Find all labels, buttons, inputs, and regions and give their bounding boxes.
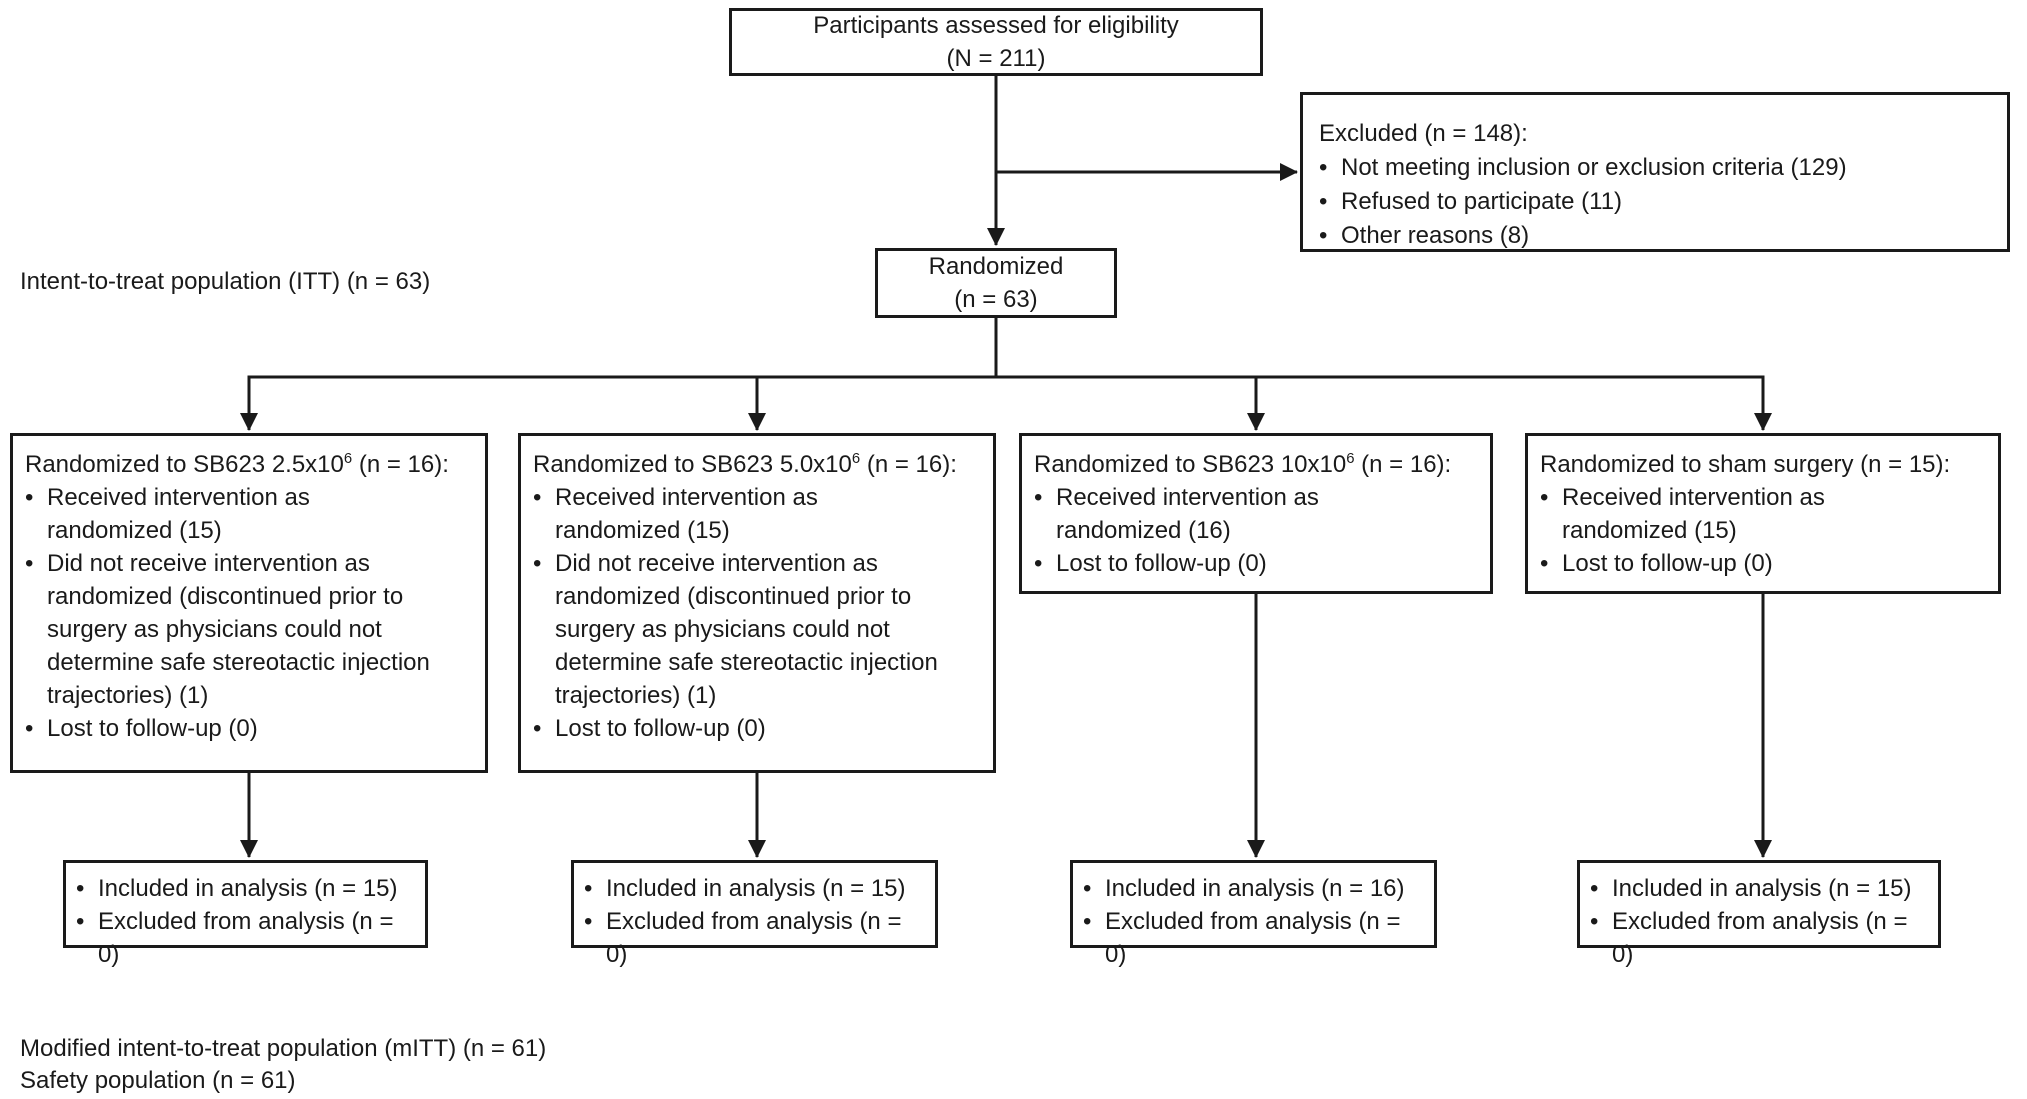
arm-item-text: Received intervention as randomized (16)	[1056, 484, 1319, 544]
arm-title-post: (n = 16):	[860, 451, 957, 478]
arm-item-text: Lost to follow-up (0)	[47, 715, 258, 742]
arm-title-post: (n = 16):	[1354, 451, 1452, 478]
bullet-marker: •	[1083, 875, 1092, 902]
analysis-box-arm2: • Included in analysis (n = 15) • Exclud…	[571, 860, 938, 968]
list-item: • Excluded from analysis (n = 0)	[1590, 905, 1930, 971]
arm-box-title: Randomized to SB623 5.0x106 (n = 16):	[533, 448, 981, 481]
bullet-marker: •	[1590, 908, 1599, 935]
excluded-item-text: Other reasons (8)	[1341, 222, 1530, 249]
bullet-marker: •	[1540, 550, 1549, 577]
analysis-item-text: Included in analysis (n = 15)	[606, 875, 906, 902]
list-item: • Not meeting inclusion or exclusion cri…	[1319, 151, 1991, 185]
list-item: • Refused to participate (11)	[1319, 185, 1991, 219]
list-item: • Lost to follow-up (0)	[1034, 547, 1478, 580]
arm-title-superscript: 6	[851, 451, 861, 467]
bullet-marker: •	[1034, 550, 1043, 577]
safety-population-label: Safety population (n = 61)	[20, 1067, 296, 1094]
analysis-item-text: Included in analysis (n = 15)	[1612, 875, 1912, 902]
excluded-item-text: Refused to participate (11)	[1341, 188, 1623, 215]
list-item: • Excluded from analysis (n = 0)	[584, 905, 927, 971]
bullet-marker: •	[1540, 484, 1549, 511]
list-item: • Received intervention as randomized (1…	[1034, 481, 1478, 547]
list-item: • Lost to follow-up (0)	[533, 712, 981, 745]
arm-item-text: Lost to follow-up (0)	[1056, 550, 1267, 577]
bullet-marker: •	[76, 908, 85, 935]
bullet-marker: •	[1319, 188, 1328, 215]
analysis-item-text: Excluded from analysis (n = 0)	[1612, 908, 1915, 968]
arm-box-sb623-2-5: Randomized to SB623 2.5x106 (n = 16): • …	[10, 433, 488, 773]
list-item: • Other reasons (8)	[1319, 219, 1991, 253]
arm-box-sham-surgery: Randomized to sham surgery (n = 15): • R…	[1525, 433, 2001, 594]
arm-box-sb623-5-0: Randomized to SB623 5.0x106 (n = 16): • …	[518, 433, 996, 773]
randomized-box-line1: Randomized	[928, 253, 1064, 280]
arm-item-text: Received intervention as randomized (15)	[555, 484, 818, 544]
list-item: • Excluded from analysis (n = 0)	[76, 905, 417, 971]
bullet-marker: •	[25, 550, 34, 577]
bullet-marker: •	[584, 875, 593, 902]
analysis-item-text: Included in analysis (n = 16)	[1105, 875, 1405, 902]
bullet-marker: •	[584, 908, 593, 935]
eligibility-box: Participants assessed for eligibility (N…	[729, 8, 1263, 76]
list-item: • Received intervention as randomized (1…	[1540, 481, 1986, 547]
analysis-box-arm1: • Included in analysis (n = 15) • Exclud…	[63, 860, 428, 968]
arm-box-sb623-10: Randomized to SB623 10x106 (n = 16): • R…	[1019, 433, 1493, 594]
arm-item-text: Lost to follow-up (0)	[555, 715, 766, 742]
eligibility-box-line2: (N = 211)	[946, 45, 1046, 72]
list-item: • Included in analysis (n = 16)	[1083, 872, 1426, 905]
arm-title-pre: Randomized to SB623 2.5x10	[25, 451, 344, 478]
randomized-box: Randomized (n = 63)	[875, 248, 1117, 318]
list-item: • Lost to follow-up (0)	[1540, 547, 1986, 580]
bullet-marker: •	[1319, 154, 1328, 181]
arm-title-pre: Randomized to SB623 10x10	[1034, 451, 1347, 478]
itt-population-label: Intent-to-treat population (ITT) (n = 63…	[20, 268, 431, 295]
bullet-marker: •	[1083, 908, 1092, 935]
analysis-item-text: Excluded from analysis (n = 0)	[606, 908, 909, 968]
arm-item-text: Did not receive intervention as randomiz…	[47, 550, 430, 709]
excluded-box-heading: Excluded (n = 148):	[1319, 120, 1528, 147]
list-item: • Included in analysis (n = 15)	[1590, 872, 1930, 905]
list-item: • Did not receive intervention as random…	[533, 547, 981, 712]
analysis-item-text: Included in analysis (n = 15)	[98, 875, 398, 902]
arm-title-pre: Randomized to SB623 5.0x10	[533, 451, 852, 478]
bullet-marker: •	[76, 875, 85, 902]
arm-box-title: Randomized to sham surgery (n = 15):	[1540, 448, 1986, 481]
arm-title-superscript: 6	[343, 451, 353, 467]
bullet-marker: •	[1319, 222, 1328, 249]
randomized-box-line2: (n = 63)	[954, 286, 1038, 313]
bullet-marker: •	[533, 550, 542, 577]
bullet-marker: •	[1034, 484, 1043, 511]
list-item: • Did not receive intervention as random…	[25, 547, 473, 712]
bullet-marker: •	[25, 484, 34, 511]
analysis-item-text: Excluded from analysis (n = 0)	[1105, 908, 1408, 968]
arm-title-post: (n = 16):	[352, 451, 449, 478]
bullet-marker: •	[25, 715, 34, 742]
analysis-box-arm3: • Included in analysis (n = 16) • Exclud…	[1070, 860, 1437, 968]
bullet-marker: •	[533, 715, 542, 742]
excluded-item-text: Not meeting inclusion or exclusion crite…	[1341, 154, 1847, 181]
list-item: • Included in analysis (n = 15)	[584, 872, 927, 905]
mitt-population-label: Modified intent-to-treat population (mIT…	[20, 1035, 547, 1062]
bullet-marker: •	[533, 484, 542, 511]
list-item: • Included in analysis (n = 15)	[76, 872, 417, 905]
eligibility-box-line1: Participants assessed for eligibility	[813, 12, 1179, 39]
arm-item-text: Received intervention as randomized (15)	[47, 484, 310, 544]
arm-box-title: Randomized to SB623 10x106 (n = 16):	[1034, 448, 1478, 481]
analysis-box-arm4: • Included in analysis (n = 15) • Exclud…	[1577, 860, 1941, 968]
arm-title-pre: Randomized to sham surgery (n = 15):	[1540, 451, 1951, 478]
list-item: • Excluded from analysis (n = 0)	[1083, 905, 1426, 971]
arm-title-superscript: 6	[1346, 451, 1355, 467]
list-item: • Lost to follow-up (0)	[25, 712, 473, 745]
arm-item-text: Received intervention as randomized (15)	[1562, 484, 1825, 544]
arm-box-title: Randomized to SB623 2.5x106 (n = 16):	[25, 448, 473, 481]
bullet-marker: •	[1590, 875, 1599, 902]
analysis-item-text: Excluded from analysis (n = 0)	[98, 908, 401, 968]
excluded-box: Excluded (n = 148): • Not meeting inclus…	[1300, 92, 2010, 252]
list-item: • Received intervention as randomized (1…	[533, 481, 981, 547]
list-item: • Received intervention as randomized (1…	[25, 481, 473, 547]
arm-item-text: Lost to follow-up (0)	[1562, 550, 1773, 577]
arm-item-text: Did not receive intervention as randomiz…	[555, 550, 938, 709]
